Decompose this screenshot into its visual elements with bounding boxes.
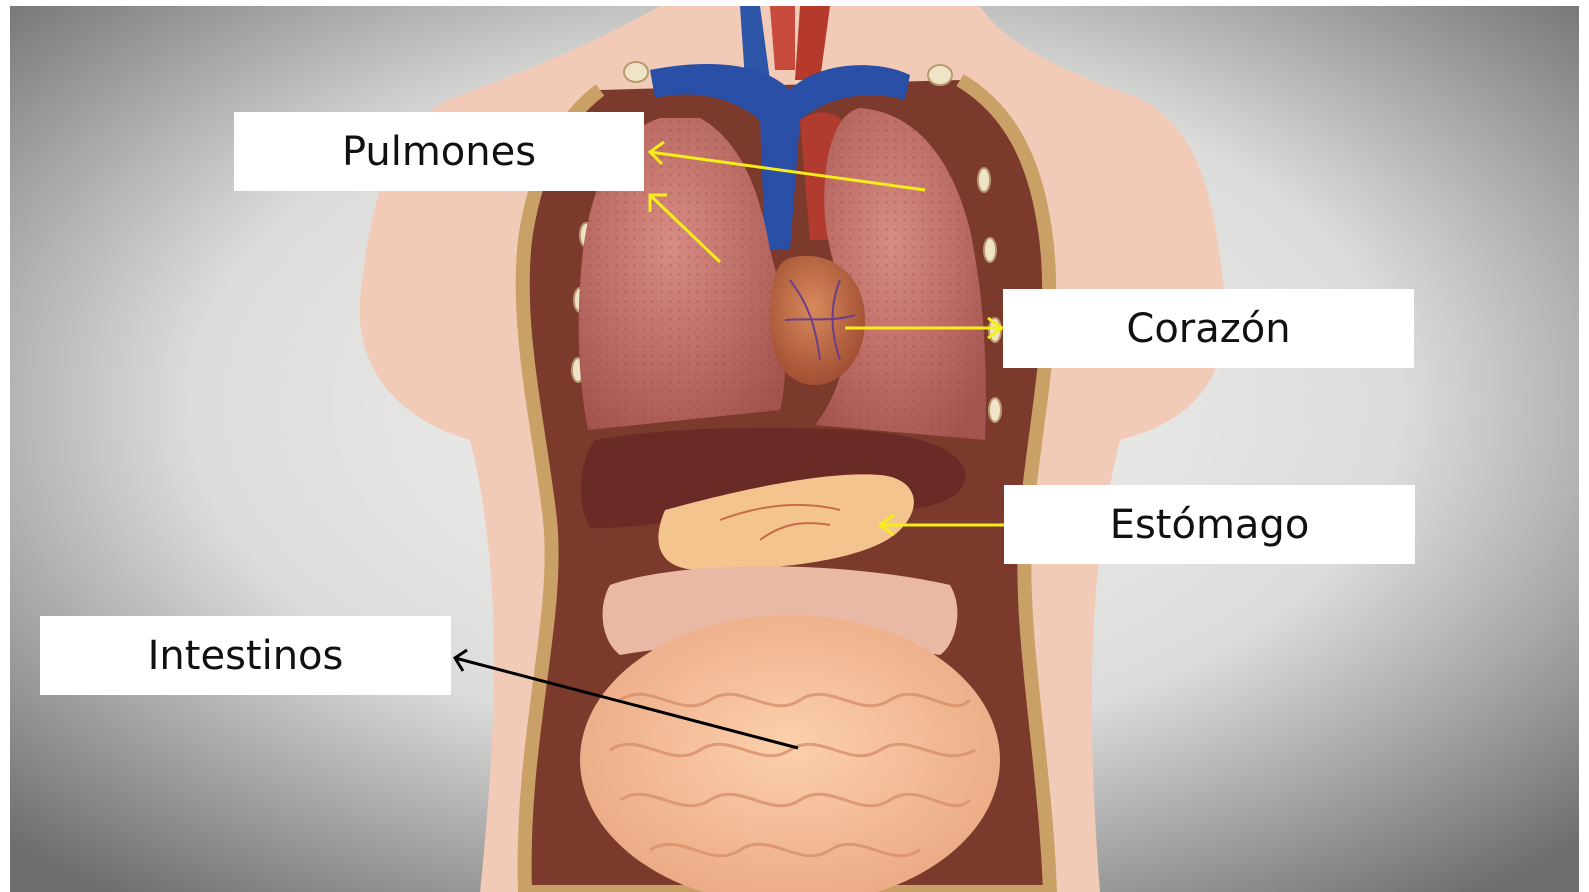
label-intestinos: Intestinos xyxy=(148,633,344,679)
label-corazon: Corazón xyxy=(1126,306,1290,352)
label-box-estomago: Estómago xyxy=(1004,485,1415,564)
label-box-corazon: Corazón xyxy=(1003,289,1414,368)
label-estomago: Estómago xyxy=(1110,502,1310,548)
label-pulmones: Pulmones xyxy=(342,129,536,175)
label-box-pulmones: Pulmones xyxy=(234,112,644,191)
label-box-intestinos: Intestinos xyxy=(40,616,451,695)
